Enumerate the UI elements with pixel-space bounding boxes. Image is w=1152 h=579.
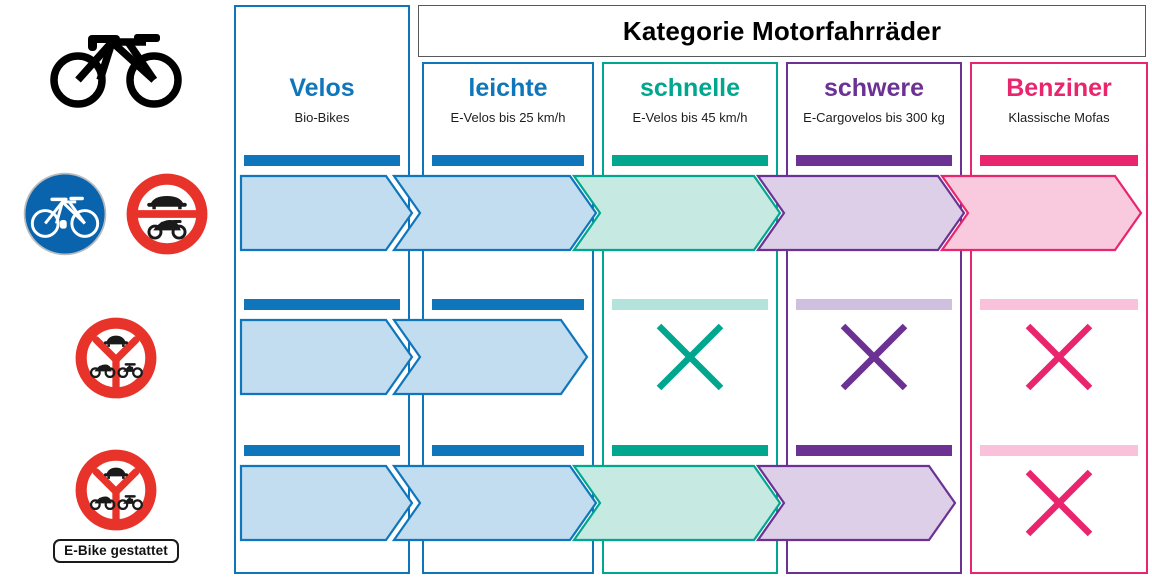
status-bar-leichte-row-2	[432, 299, 584, 310]
status-bar-leichte-row-1	[432, 155, 584, 166]
status-bar-benziner-row-3	[980, 445, 1138, 456]
flow-arrow-leichte-row-2	[391, 318, 589, 396]
column-title: Velos	[289, 74, 355, 102]
flow-arrow-benziner-row-1	[939, 174, 1143, 252]
sidebar-row-1-signs	[0, 168, 232, 260]
no-motor-vehicles-sign	[126, 173, 208, 255]
sidebar-row-bike-pictogram	[0, 6, 232, 124]
status-bar-schnelle-row-1	[612, 155, 768, 166]
column-header-velos: Velos Bio-Bikes	[236, 7, 408, 150]
column-header-leichte: leichte E-Velos bis 25 km/h	[424, 64, 592, 150]
status-bar-velos-row-2	[244, 299, 400, 310]
status-bar-benziner-row-1	[980, 155, 1138, 166]
status-bar-velos-row-3	[244, 445, 400, 456]
column-subtitle: E-Velos bis 45 km/h	[632, 110, 748, 125]
status-bar-schnelle-row-3	[612, 445, 768, 456]
flow-arrow-velos-row-2	[239, 318, 414, 396]
forbidden-x-icon-benziner-row-3	[1022, 466, 1096, 540]
column-leichte[interactable]: leichte E-Velos bis 25 km/h	[422, 62, 594, 574]
column-subtitle: Klassische Mofas	[1008, 110, 1110, 125]
flow-arrow-schnelle-row-1	[571, 174, 782, 252]
ebike-allowed-plate: E-Bike gestattet	[53, 538, 179, 564]
column-subtitle: E-Velos bis 25 km/h	[450, 110, 566, 125]
category-header-box: Kategorie Motorfahrräder	[418, 5, 1146, 57]
status-bar-schnelle-row-2	[612, 299, 768, 310]
column-title: schwere	[823, 74, 925, 102]
column-velos[interactable]: Velos Bio-Bikes	[234, 5, 410, 574]
sign-legend-column: E-Bike gestattet	[0, 0, 232, 579]
flow-arrow-velos-row-3	[239, 464, 414, 542]
column-title: leichte	[468, 74, 548, 102]
sidebar-row-2-signs	[0, 312, 232, 404]
flow-arrow-schwere-row-1	[755, 174, 966, 252]
column-title: schnelle	[639, 74, 741, 102]
forbidden-x-icon-schwere-row-2	[837, 320, 911, 394]
status-bar-velos-row-1	[244, 155, 400, 166]
sidebar-row-3-signs: E-Bike gestattet	[0, 440, 232, 570]
forbidden-x-icon-benziner-row-2	[1022, 320, 1096, 394]
column-subtitle: Bio-Bikes	[294, 110, 350, 125]
column-schwere[interactable]: schwere E-Cargovelos bis 300 kg	[786, 62, 962, 574]
bicycle-path-sign	[23, 172, 107, 256]
flow-arrow-schwere-row-3	[755, 464, 957, 542]
flow-arrow-leichte-row-1	[391, 174, 598, 252]
column-benziner[interactable]: Benziner Klassische Mofas	[970, 62, 1148, 574]
column-subtitle: E-Cargovelos bis 300 kg	[803, 110, 945, 125]
column-header-benziner: Benziner Klassische Mofas	[972, 64, 1146, 150]
status-bar-schwere-row-3	[796, 445, 952, 456]
page-title: Kategorie Motorfahrräder	[622, 15, 942, 46]
status-bar-leichte-row-3	[432, 445, 584, 456]
bicycle-pictogram	[50, 34, 182, 108]
no-motor-vehicles-y-sign	[75, 449, 157, 531]
column-schnelle[interactable]: schnelle E-Velos bis 45 km/h	[602, 62, 778, 574]
status-bar-schwere-row-1	[796, 155, 952, 166]
status-bar-schwere-row-2	[796, 299, 952, 310]
flow-arrow-velos-row-1	[239, 174, 414, 252]
column-header-schnelle: schnelle E-Velos bis 45 km/h	[604, 64, 776, 150]
no-motor-vehicles-y-sign	[75, 317, 157, 399]
forbidden-x-icon-schnelle-row-2	[653, 320, 727, 394]
status-bar-benziner-row-2	[980, 299, 1138, 310]
flow-arrow-leichte-row-3	[391, 464, 598, 542]
column-header-schwere: schwere E-Cargovelos bis 300 kg	[788, 64, 960, 150]
flow-arrow-schnelle-row-3	[571, 464, 782, 542]
column-title: Benziner	[1006, 74, 1112, 102]
